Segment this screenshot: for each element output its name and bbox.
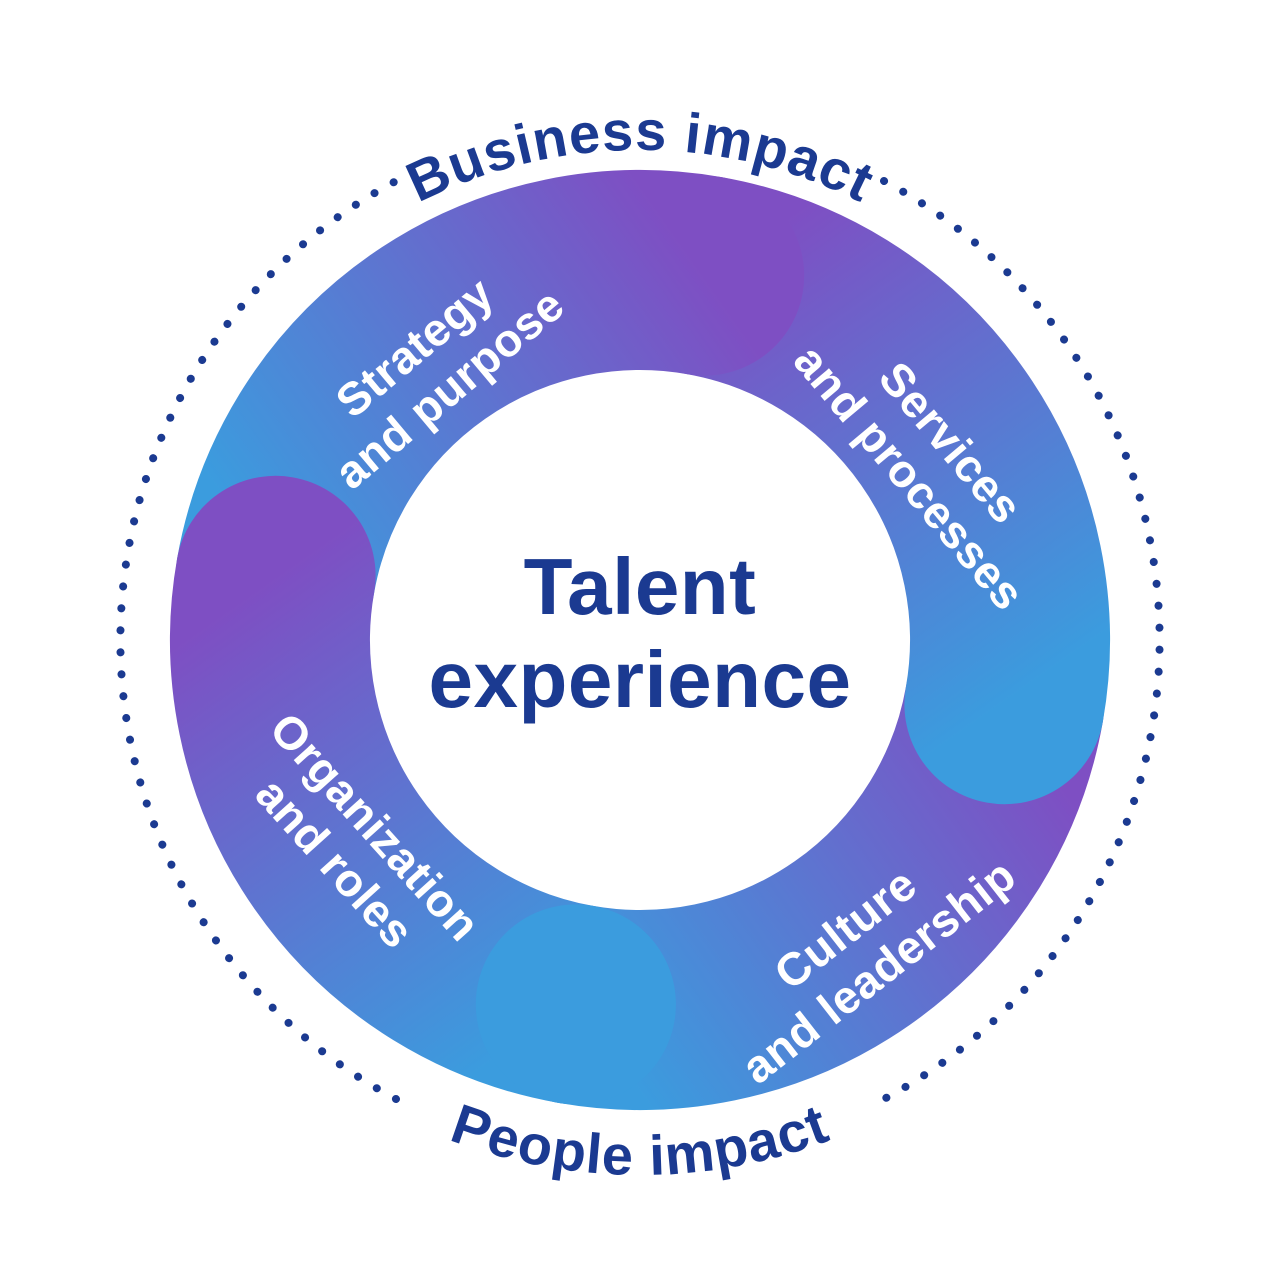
center-title-line2: experience [428,635,852,724]
segment-culture-head-cap [475,904,676,1105]
dotted-circle-left-arc [116,177,400,1103]
center-title-line1: Talent [523,542,757,632]
center-title: Talent experience [428,541,851,727]
dotted-circle-right-arc [880,177,1164,1103]
